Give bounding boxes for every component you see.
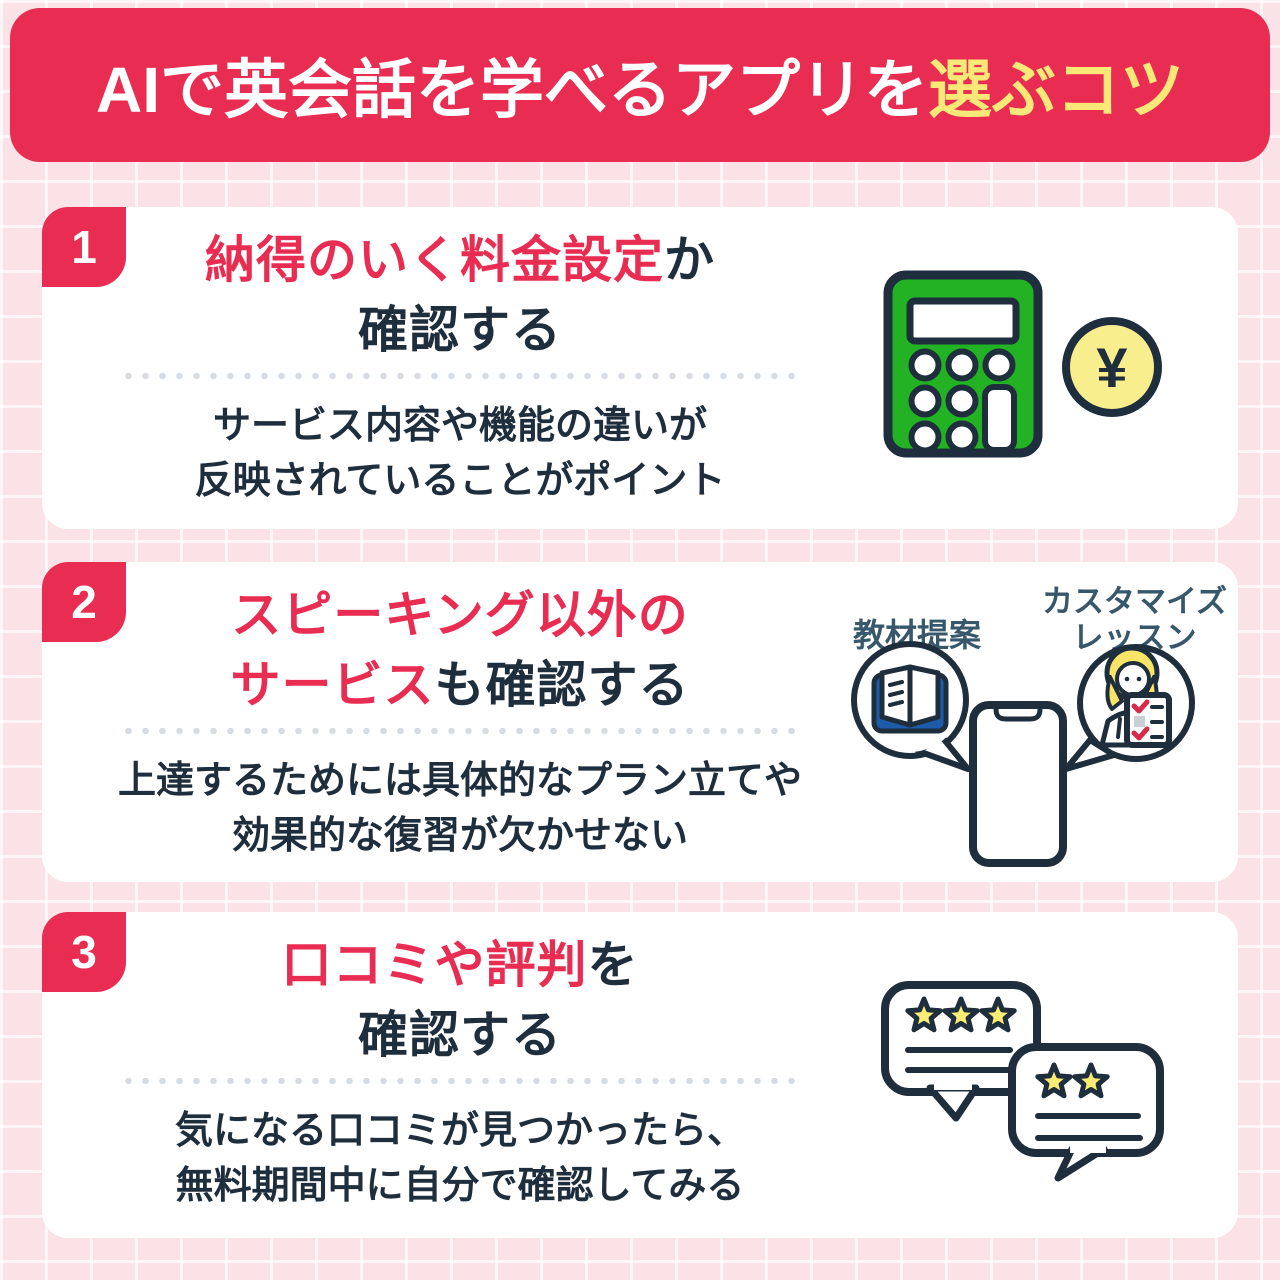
dotted-divider (120, 728, 800, 734)
services-illustration (851, 641, 1195, 867)
card-2-desc-line1: 上達するためには具体的なプラン立てや (117, 760, 802, 802)
card-2-text-column: スピーキング以外の サービスも確認する 上達するためには具体的なプラン立てや 効… (80, 562, 840, 882)
tutor-speech-bubble-icon (1063, 644, 1195, 772)
pricing-illustration: ¥ (883, 270, 1162, 458)
card-3-title-line2: 確認する (358, 1007, 562, 1063)
card-3-title-line1: 口コミや評判を (281, 937, 639, 993)
review-bubble-back (881, 981, 1041, 1122)
customized-lesson-label: カスタマイズ レッスン (1027, 584, 1242, 656)
card-3-title: 口コミや評判を 確認する (80, 930, 840, 1070)
card-3-text-column: 口コミや評判を 確認する 気になる口コミが見つかったら、 無料期間中に自分で確認… (80, 912, 840, 1238)
open-book-icon (871, 664, 949, 734)
customized-lesson-label-line1: カスタマイズ (1041, 584, 1228, 619)
number-badge: 2 (42, 562, 126, 642)
card-3-description: 気になる口コミが見つかったら、 無料期間中に自分で確認してみる (80, 1104, 840, 1214)
tip-card-3: 3 口コミや評判を 確認する 気になる口コミが見つかったら、 無料期間中に自分で… (42, 912, 1238, 1238)
checklist-icon (1124, 692, 1172, 748)
card-1-title-line2: 確認する (358, 302, 562, 358)
card-1-title-line1: 納得のいく料金設定か (205, 232, 715, 288)
dotted-divider (120, 373, 800, 379)
header-title-yellow: 選ぶコツ (928, 54, 1184, 126)
yen-coin-icon: ¥ (1062, 317, 1162, 417)
book-speech-bubble-icon (851, 641, 971, 772)
card-2-title: スピーキング以外の サービスも確認する (80, 580, 840, 720)
number-badge: 3 (42, 912, 126, 992)
review-speech-bubbles-icon (881, 981, 1164, 1182)
card-2-description: 上達するためには具体的なプラン立てや 効果的な復習が欠かせない (80, 754, 840, 864)
card-1-desc-line2: 反映されていることがポイント (194, 460, 726, 502)
review-bubble-front (1008, 1043, 1164, 1182)
card-1-desc-line1: サービス内容や機能の違いが (212, 405, 707, 447)
dotted-divider (120, 1078, 800, 1084)
card-2-desc-line2: 効果的な復習が欠かせない (231, 815, 688, 857)
smartphone-icon (969, 701, 1067, 867)
card-3-desc-line1: 気になる口コミが見つかったら、 (174, 1110, 745, 1152)
card-1-description: サービス内容や機能の違いが 反映されていることがポイント (80, 399, 840, 509)
card-2-title-line1: スピーキング以外の (231, 587, 689, 643)
tip-card-1: 1 納得のいく料金設定か 確認する サービス内容や機能の違いが 反映されているこ… (42, 207, 1238, 529)
card-1-text-column: 納得のいく料金設定か 確認する サービス内容や機能の違いが 反映されていることが… (80, 207, 840, 529)
header-banner: AIで英会話を学べるアプリを選ぶコツ (10, 8, 1270, 162)
card-1-title: 納得のいく料金設定か 確認する (80, 225, 840, 365)
tip-card-2: 2 スピーキング以外の サービスも確認する 上達するためには具体的なプラン立てや… (42, 562, 1238, 882)
card-2-title-line2: サービスも確認する (230, 657, 690, 713)
yen-symbol: ¥ (1096, 336, 1127, 399)
header-title-white: AIで英会話を学べるアプリを (96, 54, 928, 126)
number-badge: 1 (42, 207, 126, 287)
calculator-icon (883, 270, 1043, 458)
card-3-desc-line2: 無料期間中に自分で確認してみる (175, 1165, 745, 1207)
tutor-person-icon (1099, 645, 1172, 748)
